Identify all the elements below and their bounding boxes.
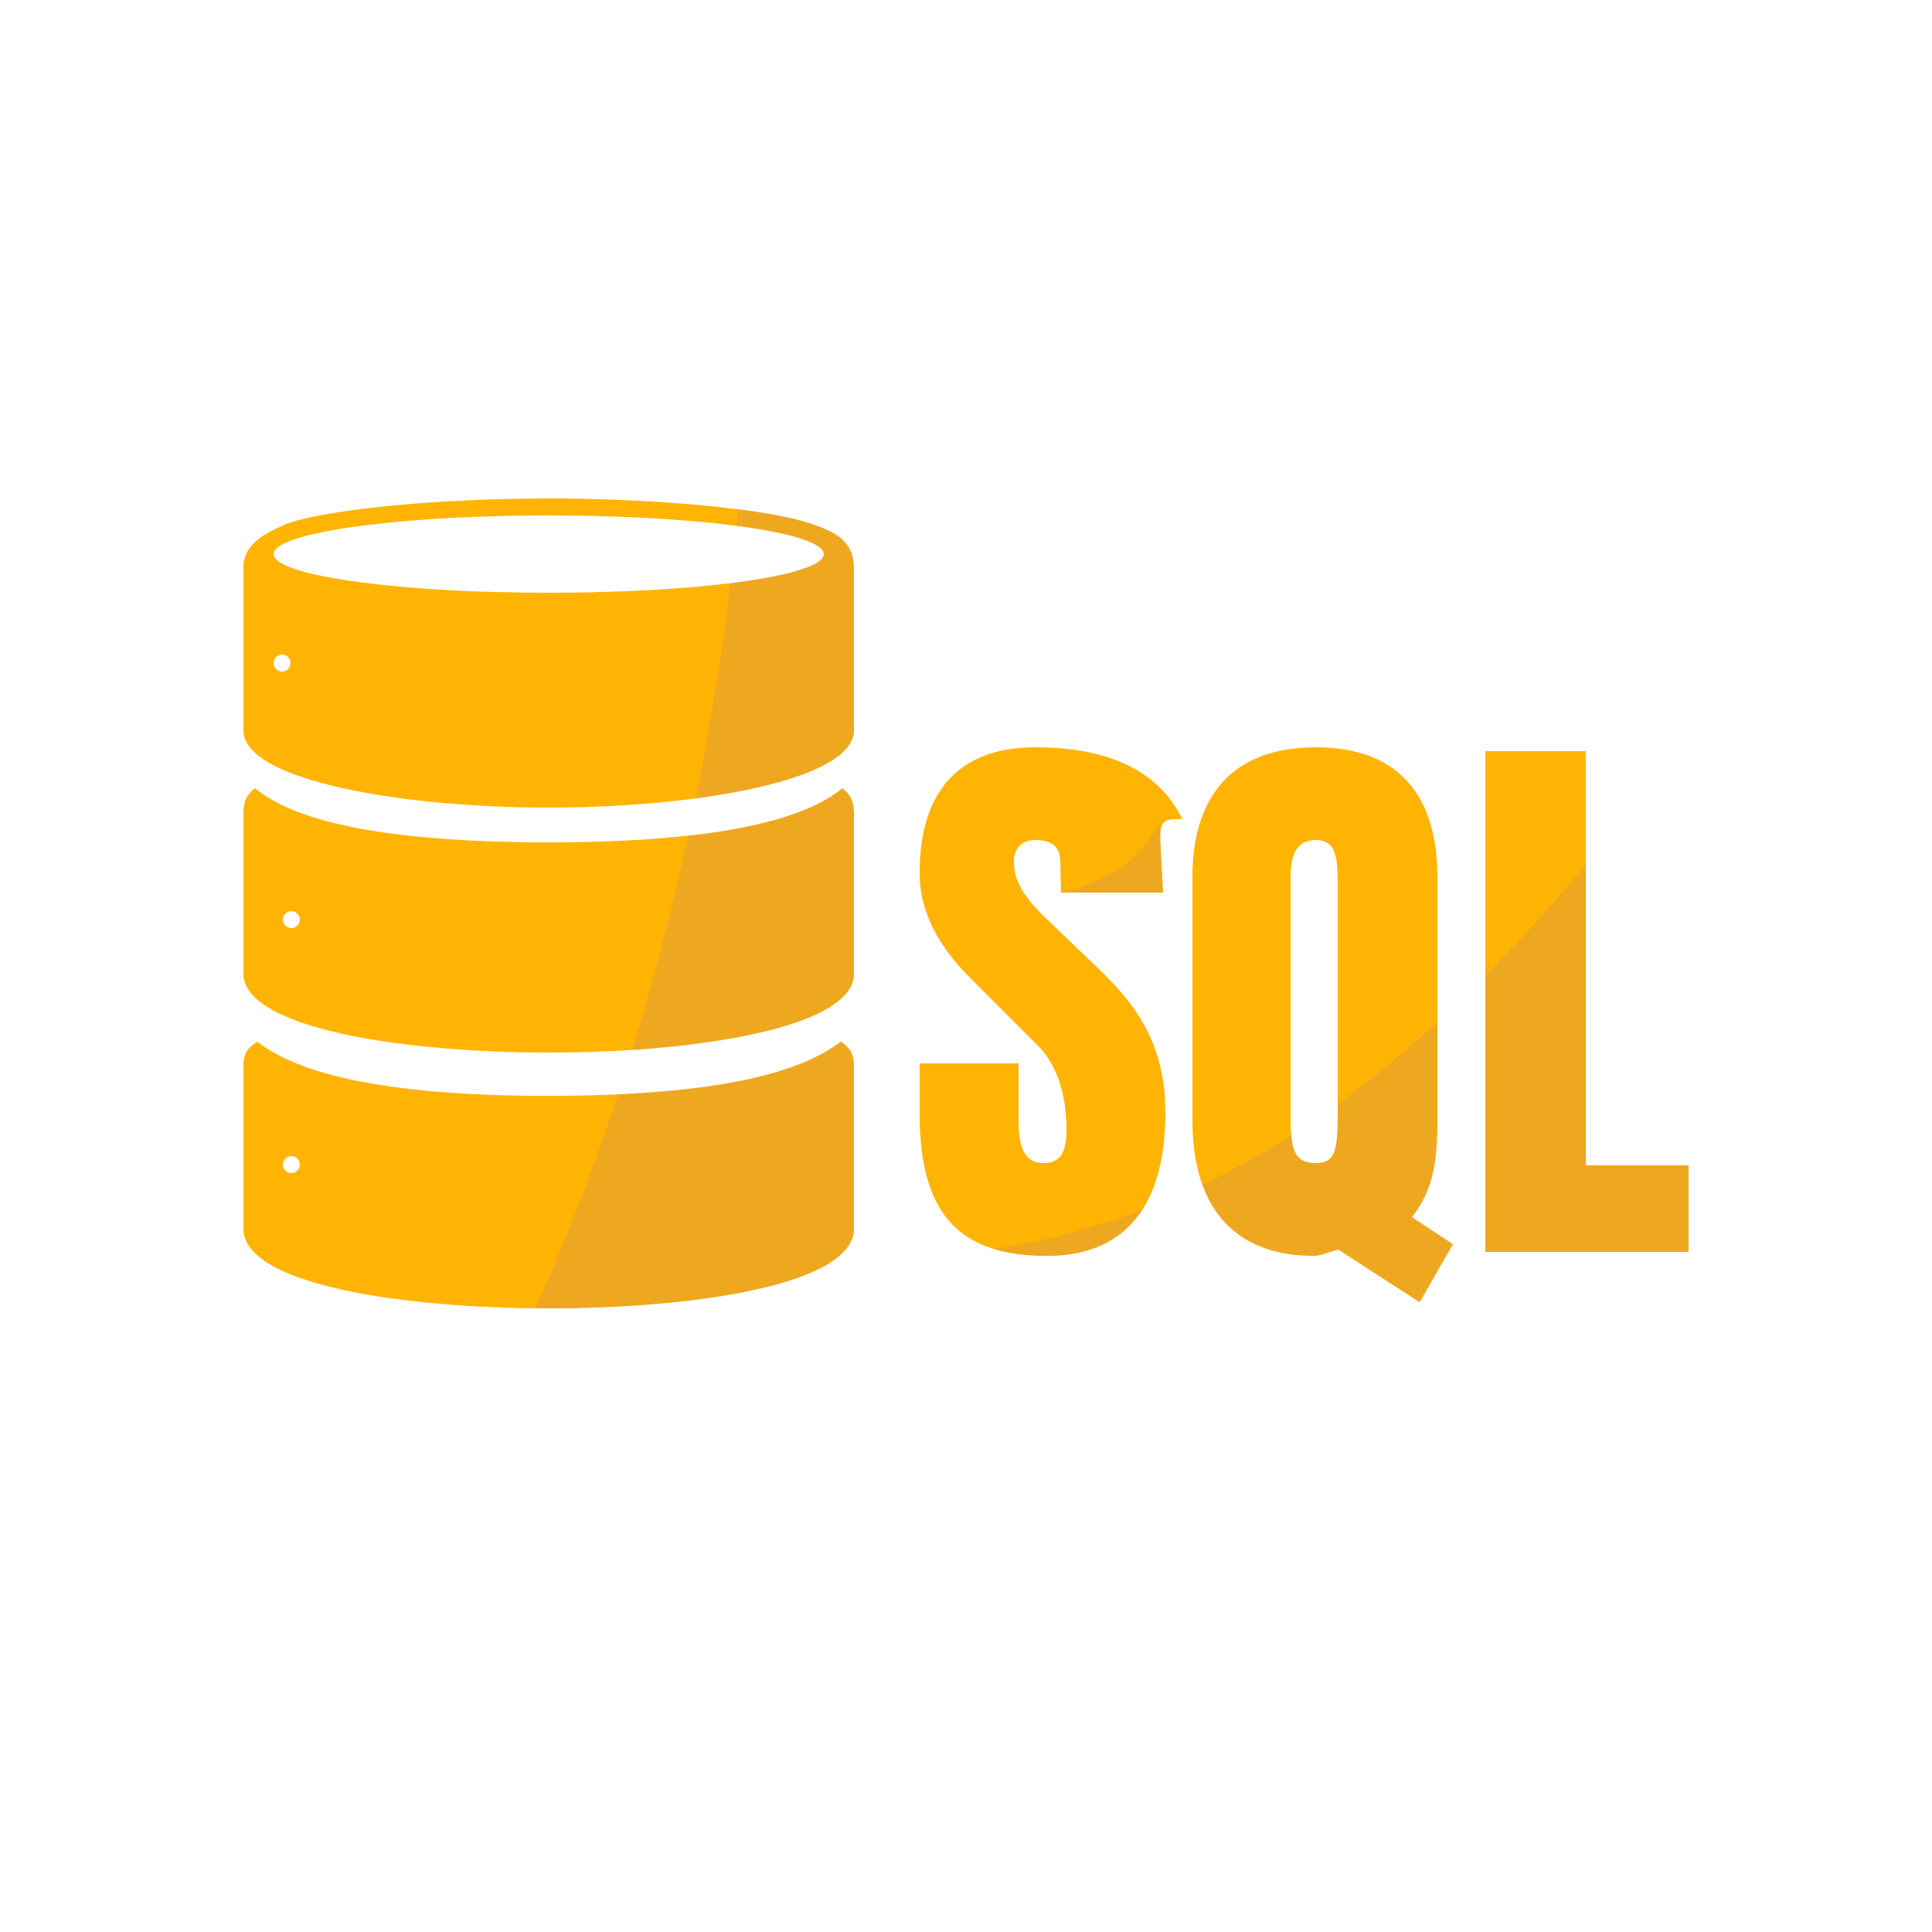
database-icon: [243, 498, 854, 1308]
status-dot-middle: [283, 911, 300, 928]
status-dot-bottom: [283, 1156, 300, 1173]
status-dot-top: [274, 655, 291, 672]
cylinder-top-opening: [274, 515, 824, 593]
sql-wordmark: [920, 747, 1689, 1302]
